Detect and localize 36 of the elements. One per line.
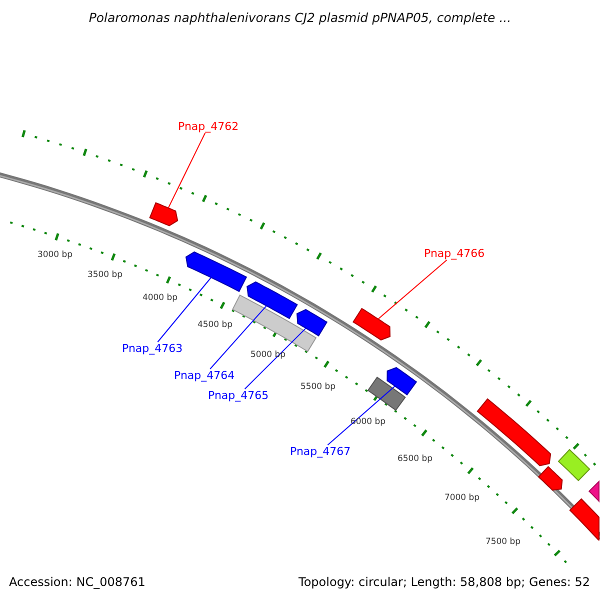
scale-label: 6500 bp [397,454,433,464]
gene-label: Pnap_4767 [290,446,351,457]
scale-label: 3000 bp [37,250,73,260]
gene-bar [232,294,317,352]
gene-feature [185,251,248,292]
scale-label: 7500 bp [485,538,521,546]
gene-feature [386,367,418,396]
scale-label: 3500 bp [87,270,123,280]
gene-label: Pnap_4763 [122,343,183,354]
gene-label: Pnap_4765 [208,390,269,401]
leader-line [168,132,206,208]
scale-label: 4500 bp [197,320,233,330]
summary-text: Topology: circular; Length: 58,808 bp; Genes: 52 [298,576,590,588]
title: Polaromonas naphthalenivorans CJ2 plasmid pPNAP05, complete ... [88,12,512,24]
gene-feature [352,308,390,341]
leader-line [378,260,448,320]
gene-feature [296,309,328,336]
gene-label: Pnap_4762 [178,121,239,132]
gene-label: Pnap_4764 [174,370,235,381]
gene-feature [558,448,590,482]
leader-line [327,386,396,446]
scale-label: 4000 bp [142,294,178,302]
gene-feature [246,281,298,320]
gene-bar [367,376,406,411]
gene-feature [476,398,552,466]
gene-label: Pnap_4766 [424,248,485,259]
gene-feature [149,202,178,226]
gene-feature [538,466,563,491]
gene-feature [588,480,600,503]
accession-text: Accession: NC_008761 [9,576,146,588]
scale-label: 7000 bp [444,494,480,502]
scale-label: 5500 bp [300,382,336,392]
gene-feature [569,498,600,540]
leader-line [210,305,267,370]
leader-line [157,277,212,342]
leader-line [244,328,306,390]
